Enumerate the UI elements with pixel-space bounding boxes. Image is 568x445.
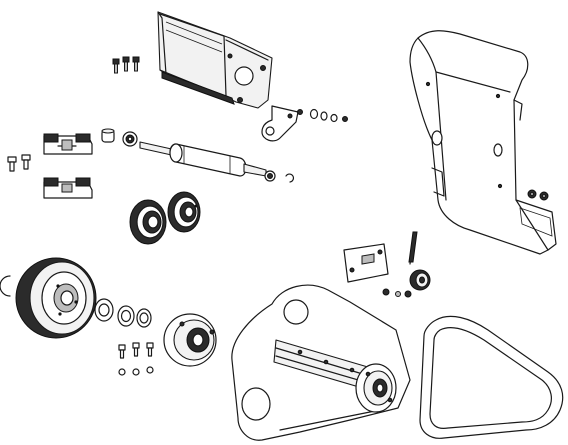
small-bearing [122, 131, 138, 147]
retaining-clip [285, 173, 294, 183]
double-pulley-front [167, 191, 201, 233]
bearing-block-upper [43, 133, 93, 155]
mounting-bracket-top [157, 11, 273, 109]
large-flywheel [15, 257, 97, 339]
bearing-block-lower [43, 177, 93, 199]
screw-pair-left [7, 154, 31, 172]
hub-flange [163, 313, 217, 367]
washer-stack [297, 108, 348, 123]
seal-ring-a [94, 298, 114, 322]
side-cover-shell [409, 30, 557, 255]
tension-spring [408, 231, 418, 265]
drive-belt [419, 315, 564, 439]
tension-plate [343, 243, 389, 283]
shaft-nut [264, 170, 276, 182]
small-link-bracket [261, 105, 299, 142]
double-pulley-rear [129, 199, 167, 245]
small-screws-middle [382, 288, 412, 298]
seal-ring-b [117, 305, 135, 327]
roller-shaft [139, 141, 267, 177]
screw-set-bottom [118, 342, 154, 376]
bushing [101, 128, 115, 143]
crank-hub [355, 363, 397, 413]
cover-fasteners [527, 189, 549, 201]
idler-pulley [409, 269, 431, 291]
seal-ring-c [136, 308, 152, 328]
screw-set-top [112, 56, 140, 74]
c-clip [0, 275, 11, 297]
